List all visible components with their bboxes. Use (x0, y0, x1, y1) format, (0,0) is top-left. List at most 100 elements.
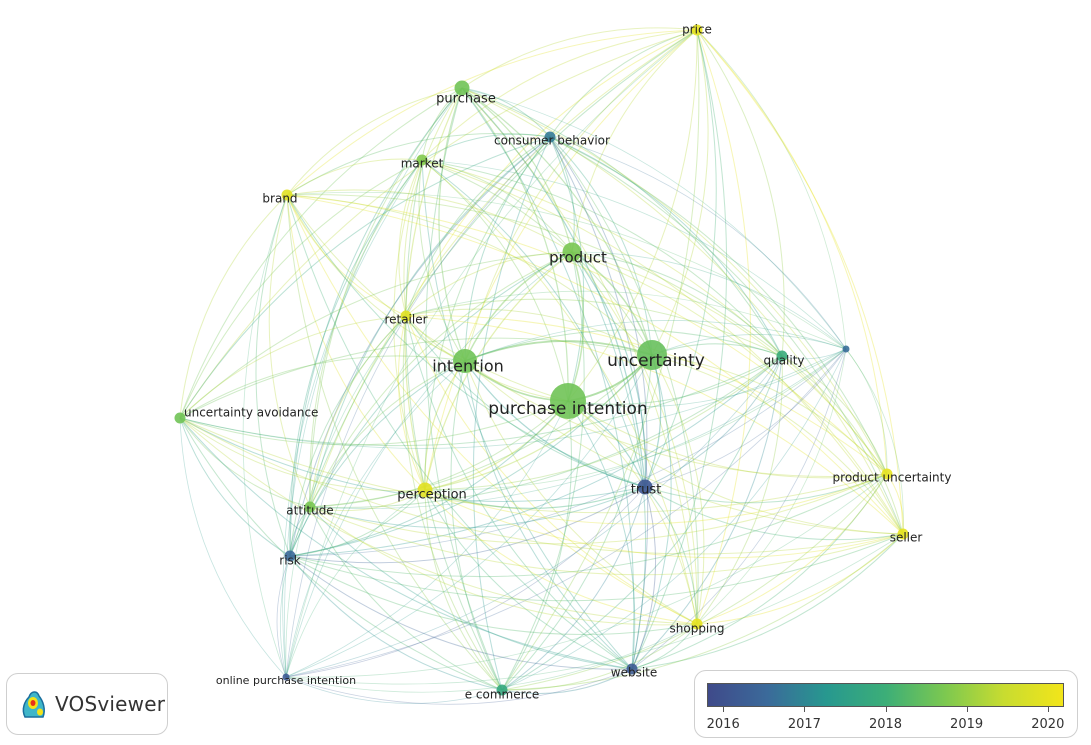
node-label[interactable]: price (682, 23, 712, 37)
node-label[interactable]: market (401, 157, 444, 171)
link (644, 355, 783, 488)
link (631, 486, 657, 670)
node-label[interactable]: website (611, 666, 658, 680)
node-label[interactable]: shopping (670, 622, 725, 636)
node-circle[interactable] (637, 340, 667, 370)
link (179, 417, 503, 691)
node-label[interactable]: uncertainty avoidance (184, 406, 318, 420)
node-label[interactable]: trust (631, 483, 662, 498)
link (285, 29, 698, 678)
link (421, 159, 646, 488)
node-circle[interactable] (544, 131, 556, 143)
link (404, 87, 463, 491)
legend-tick (1047, 707, 1049, 712)
link (461, 87, 653, 356)
link (402, 315, 503, 691)
link (286, 194, 698, 625)
node-label[interactable]: product uncertainty (833, 471, 952, 485)
link (425, 87, 503, 691)
node-circle[interactable] (897, 528, 909, 540)
node-label[interactable]: risk (279, 554, 301, 568)
node-circle[interactable] (691, 24, 703, 36)
node-label[interactable]: online purchase intention (216, 674, 356, 687)
node-label[interactable]: brand (262, 192, 297, 206)
node-circle[interactable] (281, 189, 293, 201)
link (501, 348, 847, 691)
link (309, 29, 698, 508)
link (501, 251, 585, 691)
link (424, 486, 646, 509)
node-circle[interactable] (496, 684, 508, 696)
node-label[interactable]: intention (432, 357, 504, 376)
node-label[interactable]: purchase (436, 92, 496, 107)
link (285, 400, 569, 678)
node-label[interactable]: product (549, 249, 607, 267)
link (651, 354, 705, 625)
link (285, 315, 407, 678)
node-circle[interactable] (416, 154, 428, 166)
link (461, 87, 569, 402)
node-circle[interactable] (881, 468, 893, 480)
node-circle[interactable] (842, 345, 850, 353)
node-label[interactable]: retailer (384, 313, 427, 327)
link (286, 132, 551, 196)
link (644, 473, 888, 504)
node-label[interactable]: e commerce (465, 688, 540, 702)
link (285, 360, 466, 678)
node-label[interactable]: perception (397, 488, 467, 503)
node-label[interactable]: attitude (286, 504, 333, 518)
node-circle[interactable] (776, 350, 788, 362)
node-circle[interactable] (304, 501, 316, 513)
node-circle[interactable] (626, 663, 638, 675)
link (179, 355, 466, 419)
link (309, 315, 407, 508)
link (567, 251, 585, 402)
link (464, 360, 888, 478)
link (567, 400, 636, 670)
link (644, 486, 904, 541)
node-circle[interactable] (284, 550, 296, 562)
link (549, 136, 699, 625)
link (285, 623, 698, 693)
node-circle[interactable] (417, 482, 433, 498)
link-layer (179, 27, 904, 705)
link (179, 417, 698, 625)
link (289, 473, 888, 578)
link (461, 87, 551, 138)
node-circle[interactable] (400, 310, 412, 322)
link (631, 348, 847, 670)
node-circle[interactable] (550, 383, 586, 419)
node-label[interactable]: seller (890, 531, 923, 545)
link (179, 348, 847, 449)
link (461, 27, 698, 89)
link (285, 676, 503, 704)
link (289, 489, 426, 557)
node-circle[interactable] (454, 80, 470, 96)
link (309, 159, 423, 508)
node-circle[interactable] (562, 242, 582, 262)
link (286, 158, 423, 196)
legend-tick-label: 2016 (706, 717, 740, 732)
node-label[interactable]: consumer behavior (494, 134, 610, 148)
link (631, 473, 888, 670)
node-circle[interactable] (637, 479, 653, 495)
link (397, 315, 426, 491)
link (781, 355, 904, 535)
node-circle[interactable] (282, 673, 290, 681)
node-circle[interactable] (174, 412, 186, 424)
link (286, 191, 847, 350)
node-label[interactable]: purchase intention (488, 399, 647, 419)
link (309, 354, 653, 508)
node-label[interactable]: uncertainty (607, 351, 705, 371)
link (549, 136, 648, 488)
node-label[interactable]: quality (763, 354, 804, 368)
node-circle[interactable] (453, 349, 477, 373)
link (549, 29, 698, 138)
link (285, 251, 573, 678)
node-circle[interactable] (691, 618, 703, 630)
link (886, 473, 904, 535)
link (424, 489, 904, 559)
link (286, 194, 783, 357)
